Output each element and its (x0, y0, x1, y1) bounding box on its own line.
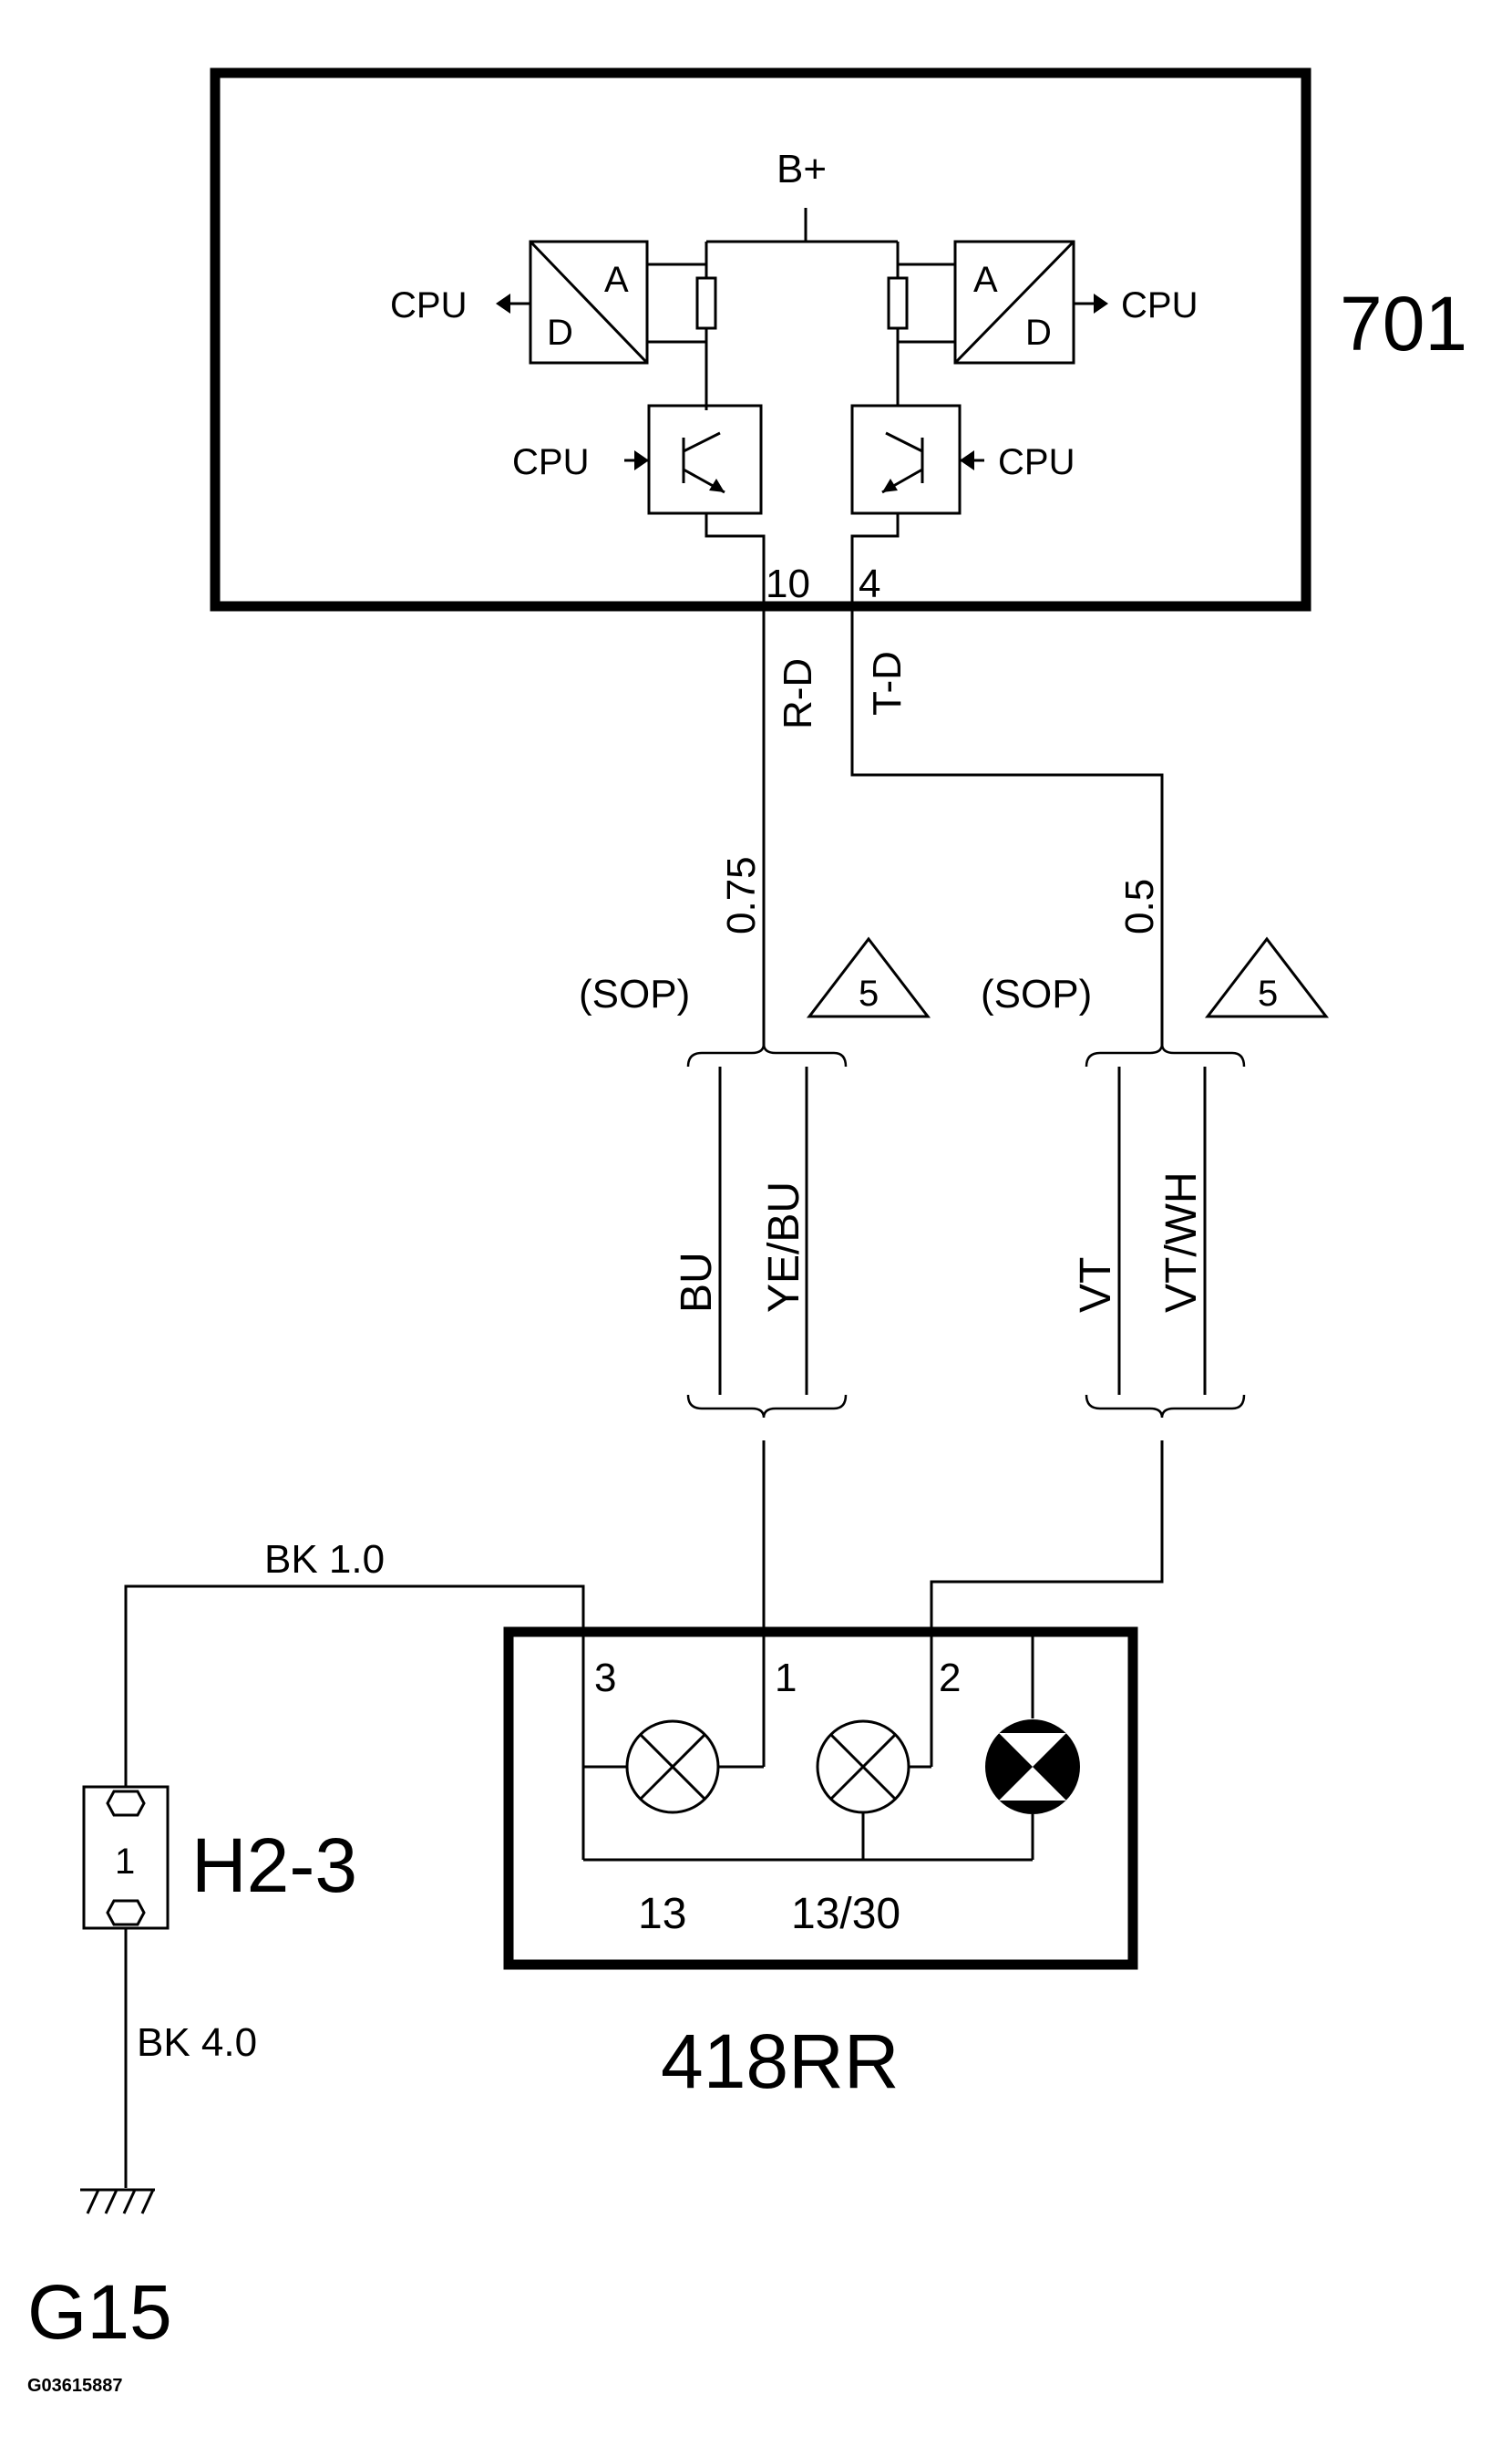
cpu-label-bottom-right: CPU (998, 442, 1075, 482)
wire-tx-size: 0.5 (1117, 879, 1162, 934)
bulb-2 (816, 1719, 910, 1814)
wire-color-vt: VT (1072, 1257, 1120, 1313)
lamp-pin-2: 2 (939, 1656, 961, 1700)
svg-text:1: 1 (115, 1842, 135, 1882)
note-triangle-right: 5 (1204, 936, 1330, 1018)
cpu-label-top-right: CPU (1121, 285, 1198, 325)
lamp-label-13-30: 13/30 (791, 1890, 900, 1938)
lamp-pin-1: 1 (775, 1656, 797, 1700)
connector-h2-3-id: H2-3 (191, 1822, 357, 1908)
resistor-right (887, 276, 909, 330)
ground-wire-bottom: BK 4.0 (137, 2020, 257, 2065)
wire-rx-signal: R-D (776, 658, 820, 729)
wire-tx-signal: T-D (865, 651, 910, 716)
resistor-left (695, 276, 717, 330)
arrow-right-in (960, 450, 974, 470)
note-triangle-left: 5 (806, 936, 931, 1018)
sop-right: (SOP) (981, 972, 1092, 1016)
sop-left: (SOP) (579, 972, 690, 1016)
arrow-right-out (1094, 294, 1108, 314)
svg-text:5: 5 (859, 974, 879, 1014)
b-plus-label: B+ (777, 147, 827, 191)
svg-text:D: D (1025, 313, 1052, 353)
lamp-418rr-id: 418RR (661, 2018, 899, 2104)
svg-text:A: A (604, 260, 629, 300)
driver-right (850, 404, 962, 515)
svg-text:5: 5 (1258, 974, 1278, 1014)
wire-color-bu: BU (673, 1252, 721, 1313)
bulb-3-filled (985, 1719, 1080, 1814)
svg-text:A: A (973, 260, 998, 300)
twisted-pair-right (1085, 1043, 1246, 1419)
wire-color-ye-bu: YE/BU (760, 1182, 808, 1313)
ground-id: G15 (27, 2269, 172, 2355)
lamp-label-13: 13 (638, 1890, 686, 1938)
arrow-left-out (496, 294, 510, 314)
arrow-left-in (634, 450, 649, 470)
cpu-label-bottom-left: CPU (512, 442, 589, 482)
ground-wire-top: BK 1.0 (264, 1537, 385, 1582)
pin-4: 4 (859, 562, 880, 606)
cpu-label-top-left: CPU (390, 285, 467, 325)
figure-code: G03615887 (27, 2376, 123, 2396)
module-701-id: 701 (1340, 281, 1467, 366)
adc-right: A D (953, 240, 1075, 365)
driver-left (647, 404, 763, 515)
lamp-pin-3: 3 (594, 1656, 616, 1700)
pin-10: 10 (766, 562, 810, 606)
wire-rx-size: 0.75 (719, 856, 764, 934)
bulb-1 (625, 1719, 720, 1814)
ground-symbol (80, 2188, 155, 2214)
wire-color-vt-wh: VT/WH (1157, 1171, 1206, 1313)
connector-h2-3: 1 (82, 1785, 170, 1930)
lamp-418rr-box (503, 1626, 1138, 1970)
svg-text:D: D (547, 313, 573, 353)
twisted-pair-left (686, 1043, 848, 1419)
module-701-box (210, 67, 1311, 612)
adc-left: A D (529, 240, 649, 365)
